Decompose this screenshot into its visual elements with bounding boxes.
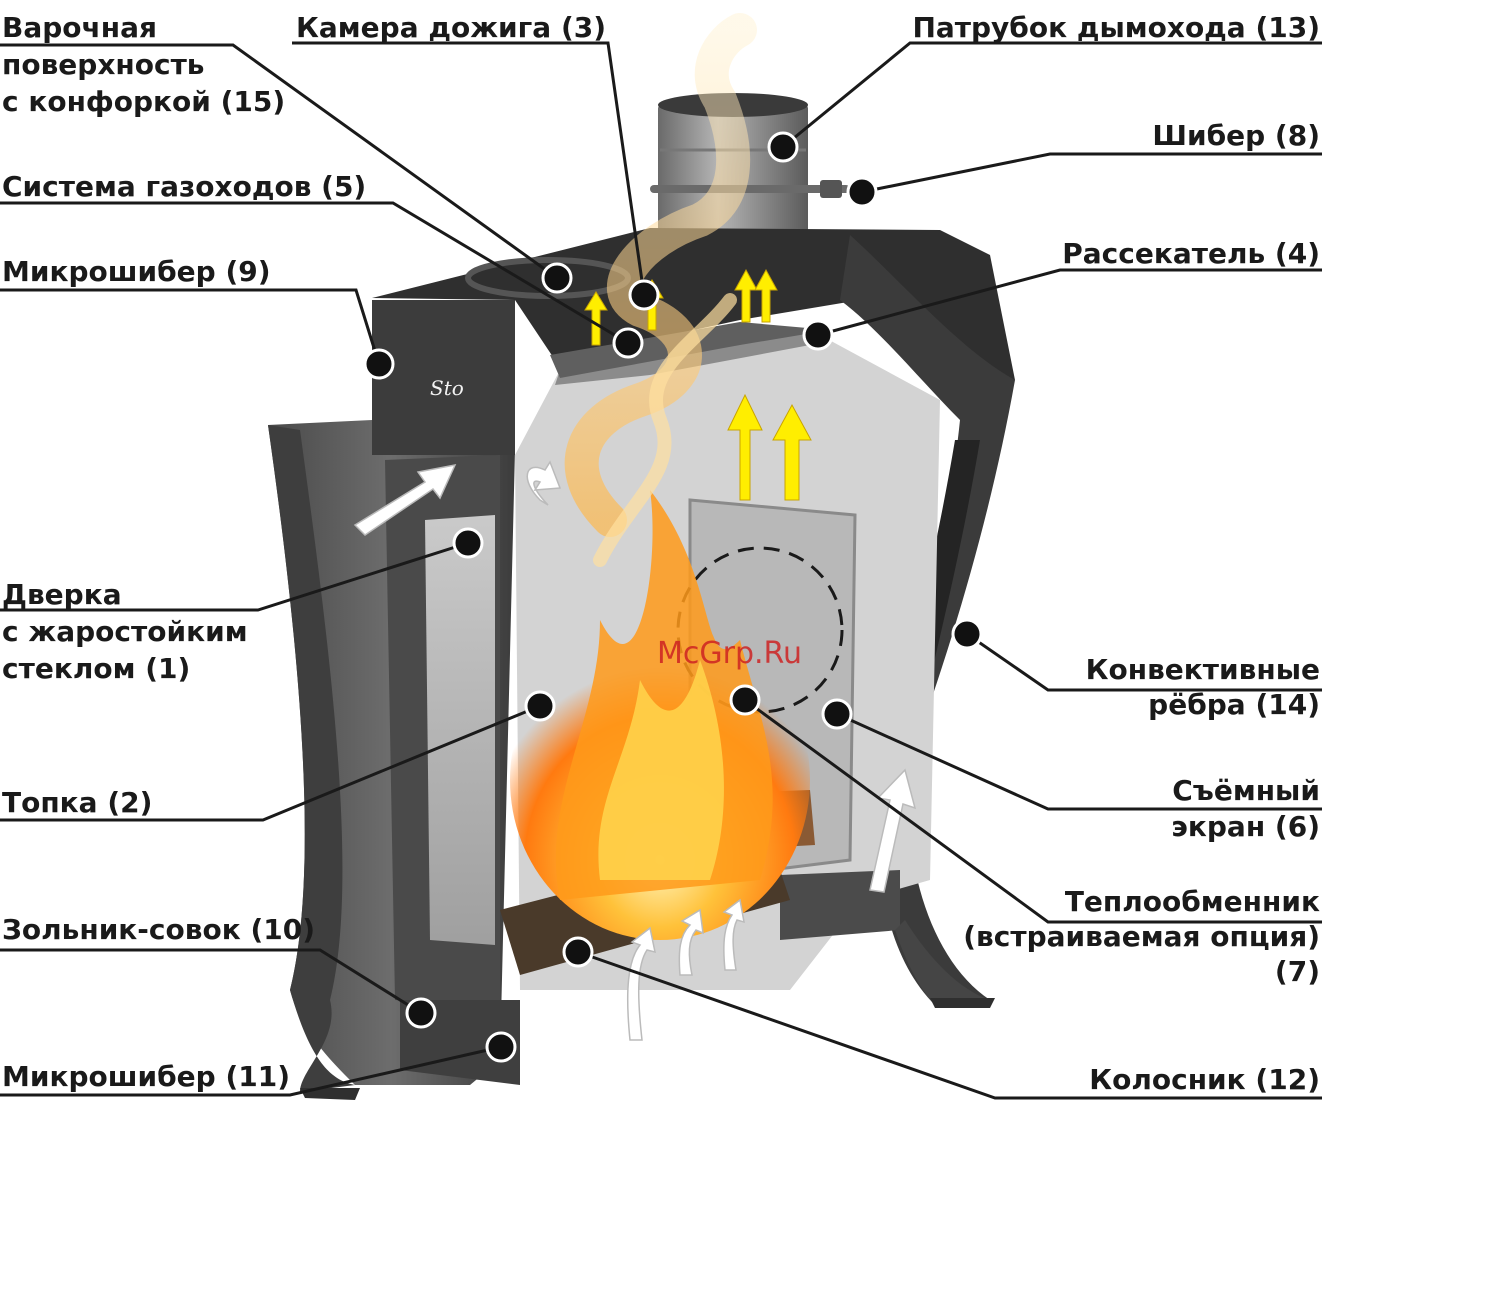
microdamper-top-graphic (372, 300, 515, 455)
air-flow-arrows (353, 460, 917, 1041)
label-microdamper-bottom: Микрошибер (11) (2, 1060, 290, 1093)
labels: Варочная поверхность с конфоркой (15) Ка… (2, 11, 1320, 1096)
label-afterburner: Камера дожига (3) (296, 11, 606, 44)
label-heat-exchanger-line1: Теплообменник (1065, 885, 1320, 918)
damper-rod-graphic (650, 185, 850, 193)
leader-chimney (782, 41, 1322, 149)
stove-illustration: Sto (268, 13, 1015, 1100)
label-door-glass-line2: с жаростойким (2, 615, 248, 648)
leader-convection-ribs (966, 632, 1322, 692)
dot-microdamper-bottom (485, 1031, 517, 1063)
label-flue-system: Система газоходов (5) (2, 170, 366, 203)
label-cooking-surface-line2: поверхность (2, 48, 205, 81)
smoke-graphic (564, 13, 757, 567)
label-door-glass-line3: стеклом (1) (2, 652, 190, 685)
label-removable-screen-line1: Съёмный (1172, 774, 1320, 807)
door-glass-graphic (425, 515, 495, 945)
label-cooking-surface-line3: с конфоркой (15) (2, 85, 285, 118)
brand-logo: Sto (430, 376, 464, 400)
dot-heat-exchanger (729, 684, 761, 716)
dot-flue-system (612, 327, 644, 359)
dot-cooking-surface (541, 262, 573, 294)
leader-firebox (0, 704, 541, 822)
label-damper: Шибер (8) (1152, 119, 1320, 152)
dot-splitter (802, 319, 834, 351)
label-heat-exchanger-line3: (7) (1275, 955, 1320, 988)
dot-ash-pan (405, 997, 437, 1029)
label-firebox: Топка (2) (2, 786, 152, 819)
dot-damper (846, 176, 878, 208)
label-ash-pan: Зольник-совок (10) (2, 913, 315, 946)
label-removable-screen-line2: экран (6) (1171, 810, 1320, 843)
label-convection-ribs-line2: рёбра (14) (1148, 688, 1320, 721)
leader-damper (861, 152, 1322, 194)
leader-microdamper-bottom (0, 1045, 502, 1097)
leader-afterburner (292, 41, 646, 296)
dot-convection-ribs (951, 618, 983, 650)
dot-door-glass (452, 527, 484, 559)
leader-lines (0, 41, 1322, 1100)
watermark: McGrp.Ru (657, 636, 802, 671)
leader-door-glass (0, 541, 469, 612)
dot-chimney (767, 131, 799, 163)
label-microdamper-top: Микрошибер (9) (2, 255, 271, 288)
label-door-glass-line1: Дверка (2, 578, 122, 611)
label-cooking-surface-line1: Варочная (2, 11, 157, 44)
leader-ash-pan (0, 948, 422, 1015)
dot-firebox (524, 690, 556, 722)
leader-grate (577, 950, 1322, 1100)
label-grate: Колосник (12) (1089, 1063, 1320, 1096)
leader-removable-screen (836, 712, 1322, 811)
leader-flue-system (0, 201, 629, 345)
heat-exchanger-outline (676, 546, 844, 714)
label-chimney-pipe: Патрубок дымохода (13) (912, 11, 1320, 44)
label-convection-ribs-line1: Конвективные (1086, 653, 1320, 686)
label-splitter: Рассекатель (4) (1062, 237, 1320, 270)
leader-cooking-surface (0, 43, 558, 280)
dot-afterburner (628, 279, 660, 311)
leader-heat-exchanger (744, 698, 1322, 924)
dot-removable-screen (821, 698, 853, 730)
dot-grate (562, 936, 594, 968)
leader-microdamper-top (0, 288, 381, 365)
dot-microdamper-top (363, 348, 395, 380)
leader-splitter (817, 268, 1322, 337)
callout-dots (363, 131, 983, 1063)
label-heat-exchanger-line2: (встраиваемая опция) (963, 920, 1320, 953)
